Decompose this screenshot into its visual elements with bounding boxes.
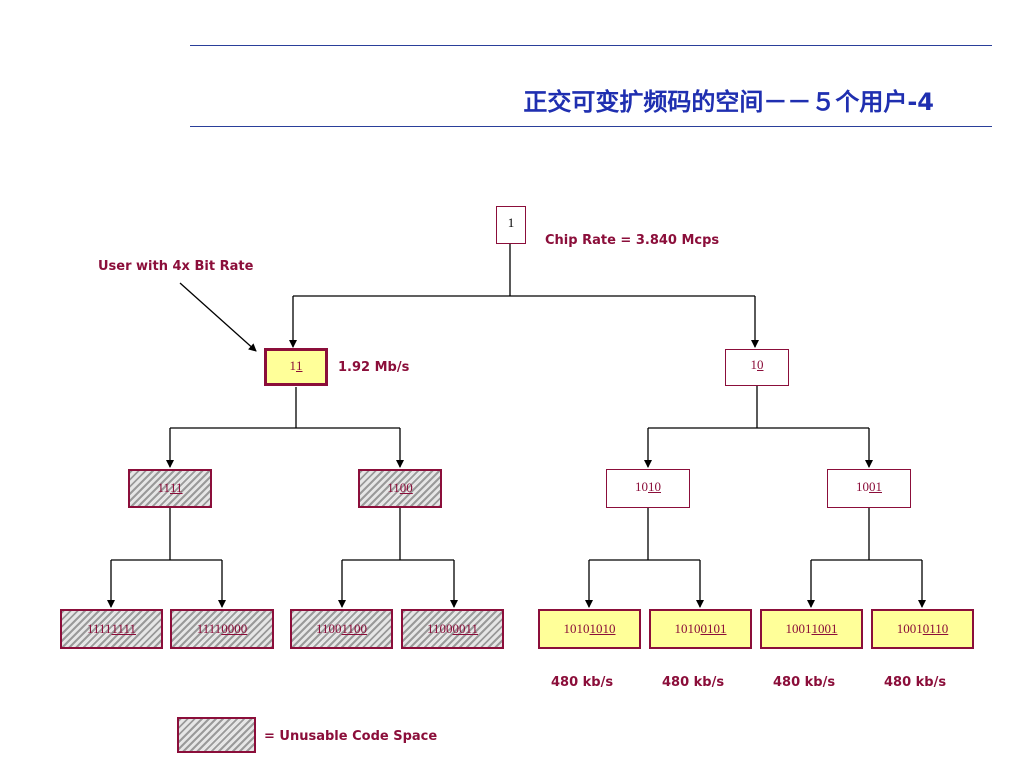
code-node-1100-prefix: 11 — [387, 480, 400, 495]
code-node-1111-suffix: 11 — [170, 480, 183, 495]
code-node-11110000-suffix: 0000 — [221, 621, 248, 636]
n1100-connector — [342, 508, 454, 561]
rate-480-label: 480 kb/s — [884, 675, 947, 690]
code-node-11-suffix: 1 — [296, 358, 303, 373]
code-node-1100-suffix: 00 — [399, 480, 413, 495]
title-underline — [190, 126, 992, 127]
n1111-connector — [111, 508, 222, 561]
code-node-1010-suffix: 10 — [648, 479, 661, 494]
slide-title: 正交可变扩频码的空间－－５个用户-4 — [523, 88, 934, 116]
n1010-connector — [589, 508, 700, 561]
code-node-1-prefix: 1 — [507, 215, 515, 230]
root-connector — [293, 244, 755, 297]
rate-11-label: 1.92 Mb/s — [338, 360, 410, 375]
legend-label: = Unusable Code Space — [264, 729, 438, 744]
code-node-11-prefix: 1 — [289, 358, 297, 373]
code-node-1: 1 — [496, 206, 526, 244]
rate-480-label: 480 kb/s — [773, 675, 836, 690]
code-node-11110000-prefix: 1111 — [196, 621, 222, 636]
code-node-11001100-suffix: 1100 — [341, 621, 368, 636]
code-node-1111-prefix: 11 — [157, 480, 170, 495]
code-node-10101010-suffix: 1010 — [589, 621, 616, 636]
rate-480-label: 480 kb/s — [551, 675, 614, 690]
code-node-11000011-prefix: 1100 — [426, 621, 453, 636]
code-node-11001100-prefix: 1100 — [315, 621, 342, 636]
code-node-1001-prefix: 10 — [856, 479, 869, 494]
user-4x-pointer-arrow — [179, 282, 257, 352]
chip-rate-label: Chip Rate = 3.840 Mcps — [545, 233, 720, 248]
code-node-10-suffix: 0 — [757, 357, 764, 372]
code-node-10011001-suffix: 1001 — [811, 621, 838, 636]
code-node-11111111-suffix: 1111 — [111, 621, 137, 636]
code-node-11111111-prefix: 1111 — [86, 621, 112, 636]
code-node-10-prefix: 1 — [750, 357, 758, 372]
user-4x-label: User with 4x Bit Rate — [98, 259, 254, 274]
code-node-10101010-prefix: 1010 — [563, 621, 590, 636]
code-node-10011001-prefix: 1001 — [785, 621, 812, 636]
code-node-1001-suffix: 01 — [869, 479, 882, 494]
n10-connector — [648, 386, 869, 429]
code-node-10100101-prefix: 1010 — [674, 621, 701, 636]
code-node-10010110-prefix: 1001 — [896, 621, 923, 636]
legend-hatch-swatch — [177, 717, 256, 753]
n11-connector — [170, 387, 400, 429]
n1001-connector — [811, 508, 922, 561]
code-node-11000011-suffix: 0011 — [452, 621, 479, 636]
code-node-10010110-suffix: 0110 — [922, 621, 949, 636]
code-node-1010-prefix: 10 — [635, 479, 648, 494]
top-rule — [190, 45, 992, 46]
code-node-10100101-suffix: 0101 — [700, 621, 727, 636]
rate-480-label: 480 kb/s — [662, 675, 725, 690]
